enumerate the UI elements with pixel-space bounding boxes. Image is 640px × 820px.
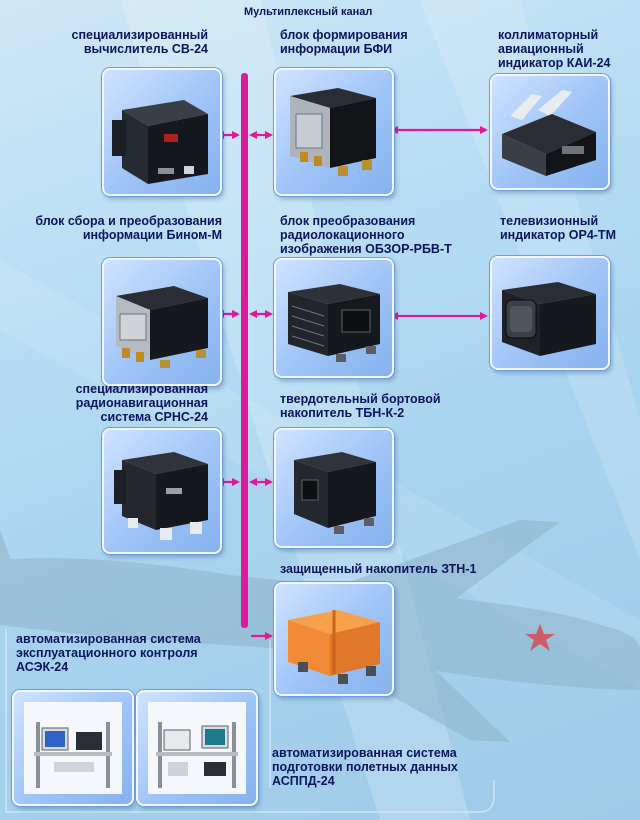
bfi-unit-icon	[290, 88, 376, 176]
card-asppd	[136, 690, 258, 806]
collimator-indicator-icon	[502, 90, 596, 176]
card-tbn	[274, 428, 394, 548]
card-or4	[490, 256, 610, 370]
card-ztn	[274, 582, 394, 696]
workstation-asppd-icon	[148, 702, 246, 794]
label-ztn: защищенный накопитель ЗТН-1	[280, 562, 477, 576]
multiplex-bus	[241, 73, 248, 628]
card-bfi	[274, 68, 394, 196]
solid-state-recorder-icon	[294, 452, 376, 534]
card-sv24	[102, 68, 222, 196]
tv-indicator-icon	[502, 282, 596, 356]
workstation-asek-icon	[24, 702, 122, 794]
card-binom	[102, 258, 222, 386]
radar-converter-icon	[288, 284, 380, 362]
binom-unit-icon	[116, 286, 208, 368]
protected-recorder-icon	[288, 610, 380, 684]
red-star-icon	[525, 624, 555, 651]
card-asek	[12, 690, 134, 806]
navigation-system-icon	[114, 452, 208, 540]
bus-label: Мультиплексный канал	[244, 6, 373, 18]
computer-unit-icon	[112, 100, 208, 184]
card-srns	[102, 428, 222, 554]
card-obzor	[274, 258, 394, 378]
card-kai24	[490, 74, 610, 190]
